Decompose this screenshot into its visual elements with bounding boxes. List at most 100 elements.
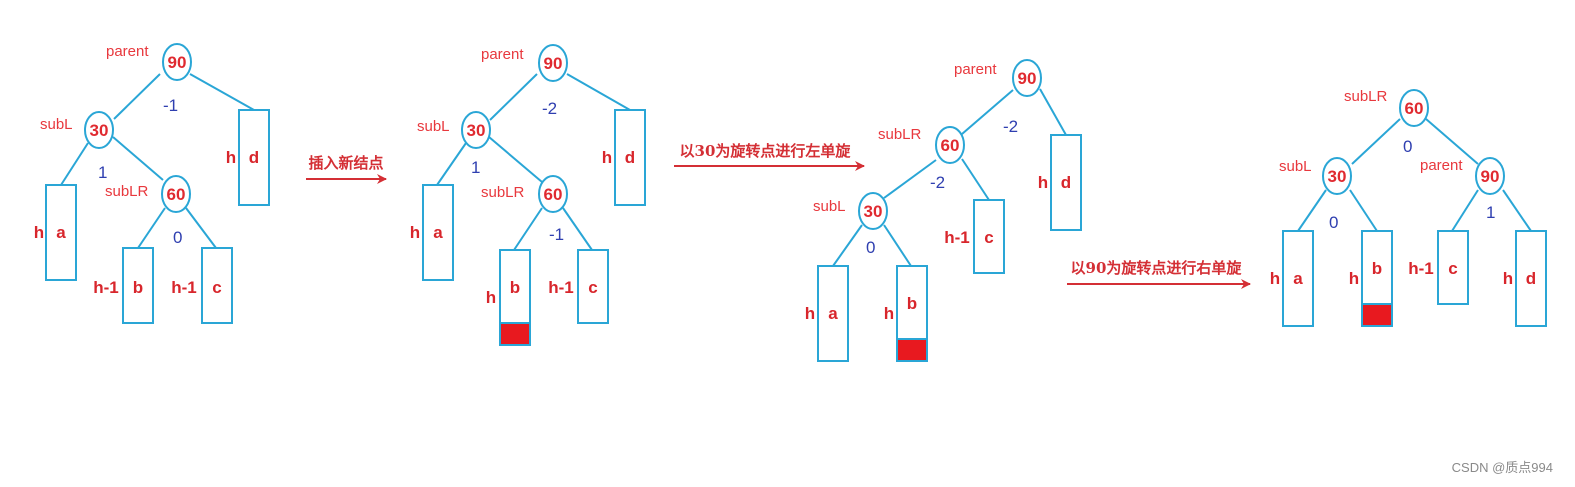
balance-factor: 1	[471, 158, 480, 177]
svg-text:b: b	[510, 278, 520, 297]
node-30: 30	[858, 192, 888, 230]
subtree-c: c h-1	[171, 247, 233, 324]
svg-text:c: c	[1448, 259, 1457, 278]
subtree-height: h	[602, 148, 612, 167]
svg-text:30: 30	[1328, 167, 1347, 186]
subl-label: subL	[1279, 158, 1312, 175]
svg-text:90: 90	[1018, 69, 1037, 88]
balance-factor: 0	[1403, 137, 1412, 156]
subtree-b: b h-1	[93, 247, 154, 324]
balance-factor: 0	[173, 228, 182, 247]
svg-text:90: 90	[544, 54, 563, 73]
balance-factor: -1	[549, 225, 564, 244]
subtree-d: d h	[1038, 134, 1082, 231]
svg-text:d: d	[625, 148, 635, 167]
subtree-height: h-1	[944, 228, 970, 247]
subtree-d: d h	[226, 109, 270, 206]
subtree-d: d h	[602, 109, 646, 206]
subtree-height: h	[1349, 269, 1359, 288]
balance-factor: 0	[866, 238, 875, 257]
svg-text:b: b	[907, 294, 917, 313]
svg-text:a: a	[56, 223, 66, 242]
svg-text:c: c	[212, 278, 221, 297]
subtree-height: h	[34, 223, 44, 242]
svg-text:c: c	[588, 278, 597, 297]
stage-after-insert: 90 parent -2 30 subL 1 60 subLR -1 a h b…	[410, 44, 646, 346]
svg-text:插入新结点: 插入新结点	[308, 154, 383, 172]
subtree-height: h-1	[1408, 259, 1434, 278]
subtree-b: b h	[486, 249, 531, 346]
balance-factor: -2	[930, 173, 945, 192]
svg-text:b: b	[1372, 259, 1382, 278]
balance-factor: -2	[542, 99, 557, 118]
subtree-height: h	[1270, 269, 1280, 288]
node-60: 60	[538, 175, 568, 213]
new-node-block	[499, 322, 531, 346]
subl-label: subL	[417, 118, 450, 135]
subtree-a: a h	[410, 184, 454, 281]
balance-factor: 1	[1486, 203, 1495, 222]
subtree-height: h-1	[171, 278, 197, 297]
svg-text:30: 30	[864, 202, 883, 221]
subtree-height: h	[805, 304, 815, 323]
stage-after-left-rotation: 90 parent -2 60 subLR -2 30 subL 0 a h b…	[805, 59, 1082, 362]
subtree-d: d h	[1503, 230, 1547, 327]
svg-text:60: 60	[544, 185, 563, 204]
stage-after-right-rotation: 60 subLR 0 30 subL 0 90 parent 1 a h b h…	[1270, 88, 1547, 327]
subtree-b: b h	[1349, 230, 1393, 327]
new-node-block	[896, 338, 928, 362]
parent-label: parent	[954, 61, 997, 78]
svg-text:以90为旋转点进行右单旋: 以90为旋转点进行右单旋	[1071, 259, 1243, 277]
subtree-height: h-1	[93, 278, 119, 297]
svg-text:a: a	[828, 304, 838, 323]
svg-text:a: a	[433, 223, 443, 242]
node-60: 60	[1399, 89, 1429, 127]
svg-text:90: 90	[1481, 167, 1500, 186]
subtree-height: h	[226, 148, 236, 167]
svg-text:60: 60	[941, 136, 960, 155]
step-arrow-left-rotation: 以30为旋转点进行左单旋	[674, 142, 865, 171]
stage-initial-tree: 90 parent -1 30 subL 1 60 subLR 0 a h b …	[34, 43, 270, 324]
svg-text:60: 60	[1405, 99, 1424, 118]
svg-text:60: 60	[167, 185, 186, 204]
svg-text:a: a	[1293, 269, 1303, 288]
balance-factor: -2	[1003, 117, 1018, 136]
svg-text:以30为旋转点进行左单旋: 以30为旋转点进行左单旋	[680, 142, 852, 160]
subtree-height: h-1	[548, 278, 574, 297]
svg-text:30: 30	[90, 121, 109, 140]
sublr-label: subLR	[105, 183, 149, 200]
node-90: 90	[1012, 59, 1042, 97]
subtree-c: c h-1	[548, 249, 609, 324]
svg-text:d: d	[1526, 269, 1536, 288]
node-30: 30	[84, 111, 114, 149]
subtree-height: h	[1038, 173, 1048, 192]
balance-factor: 1	[98, 163, 107, 182]
watermark: CSDN @质点994	[1452, 460, 1553, 475]
balance-factor: 0	[1329, 213, 1338, 232]
parent-label: parent	[106, 43, 149, 60]
node-90: 90	[538, 44, 568, 82]
parent-label: parent	[1420, 157, 1463, 174]
node-30: 30	[1322, 157, 1352, 195]
subtree-height: h	[884, 304, 894, 323]
subtree-c: c h-1	[1408, 230, 1469, 305]
new-node-block	[1361, 303, 1393, 327]
svg-text:b: b	[133, 278, 143, 297]
subl-label: subL	[40, 116, 73, 133]
step-arrow-insert: 插入新结点	[306, 154, 387, 184]
node-60: 60	[935, 126, 965, 164]
subtree-height: h	[486, 288, 496, 307]
subtree-height: h	[410, 223, 420, 242]
step-arrow-right-rotation: 以90为旋转点进行右单旋	[1067, 259, 1251, 289]
parent-label: parent	[481, 46, 524, 63]
node-90: 90	[1475, 157, 1505, 195]
svg-text:c: c	[984, 228, 993, 247]
sublr-label: subLR	[481, 184, 525, 201]
node-60: 60	[161, 175, 191, 213]
node-90: 90	[162, 43, 192, 81]
sublr-label: subLR	[1344, 88, 1388, 105]
svg-text:30: 30	[467, 121, 486, 140]
svg-text:d: d	[249, 148, 259, 167]
sublr-label: subLR	[878, 126, 922, 143]
